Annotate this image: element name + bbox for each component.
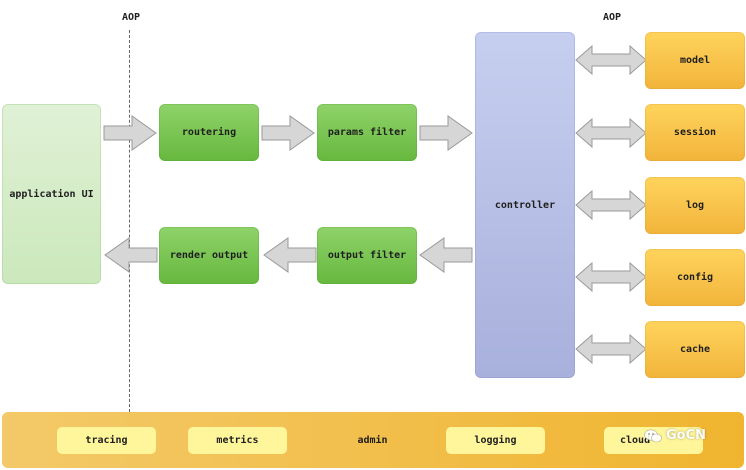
tracing-label: tracing	[85, 435, 128, 446]
arrow-controller-session	[575, 117, 647, 149]
tracing-pill: tracing	[57, 427, 156, 454]
aop-boundary-line	[129, 30, 130, 412]
cloud-label: cloud	[620, 435, 651, 446]
arrow-controller-cache	[575, 333, 647, 365]
routering-label: routering	[181, 127, 237, 138]
log-label: log	[685, 200, 705, 211]
controller-box: controller	[475, 32, 575, 378]
arrow-controller-to-output-filter	[419, 237, 473, 273]
admin-label: admin	[357, 435, 388, 446]
arrow-controller-model	[575, 44, 647, 76]
aop-left-label: AOP	[122, 12, 141, 23]
logging-label: logging	[474, 435, 517, 446]
watermark-text: GoCN	[666, 428, 707, 443]
metrics-pill: metrics	[188, 427, 287, 454]
model-box: model	[645, 32, 745, 89]
session-box: session	[645, 104, 745, 161]
logging-pill: logging	[446, 427, 545, 454]
log-box: log	[645, 177, 745, 234]
model-label: model	[679, 55, 711, 66]
arrow-controller-config	[575, 261, 647, 293]
config-box: config	[645, 249, 745, 306]
wechat-icon	[644, 429, 662, 442]
aop-right-label: AOP	[603, 12, 622, 23]
arrow-app-to-routering	[103, 115, 157, 151]
arrow-render-to-app	[104, 237, 158, 273]
cache-box: cache	[645, 321, 745, 378]
arrow-output-filter-to-render	[263, 237, 317, 273]
gocn-watermark: GoCN	[644, 428, 706, 443]
render-output-box: render output	[159, 227, 259, 284]
controller-label: controller	[494, 199, 556, 211]
cache-label: cache	[679, 344, 711, 355]
application-ui-label: application UI	[9, 188, 94, 200]
routering-box: routering	[159, 104, 259, 161]
params-filter-box: params filter	[317, 104, 417, 161]
session-label: session	[673, 127, 717, 138]
metrics-label: metrics	[216, 435, 259, 446]
config-label: config	[676, 272, 714, 283]
render-output-label: render output	[169, 250, 249, 261]
params-filter-label: params filter	[327, 127, 407, 138]
output-filter-box: output filter	[317, 227, 417, 284]
arrow-params-to-controller	[419, 115, 473, 151]
arrow-controller-log	[575, 189, 647, 221]
admin-item: admin	[323, 427, 422, 454]
output-filter-label: output filter	[327, 250, 407, 261]
arrow-routering-to-params	[261, 115, 315, 151]
application-ui-box: application UI	[2, 104, 101, 284]
